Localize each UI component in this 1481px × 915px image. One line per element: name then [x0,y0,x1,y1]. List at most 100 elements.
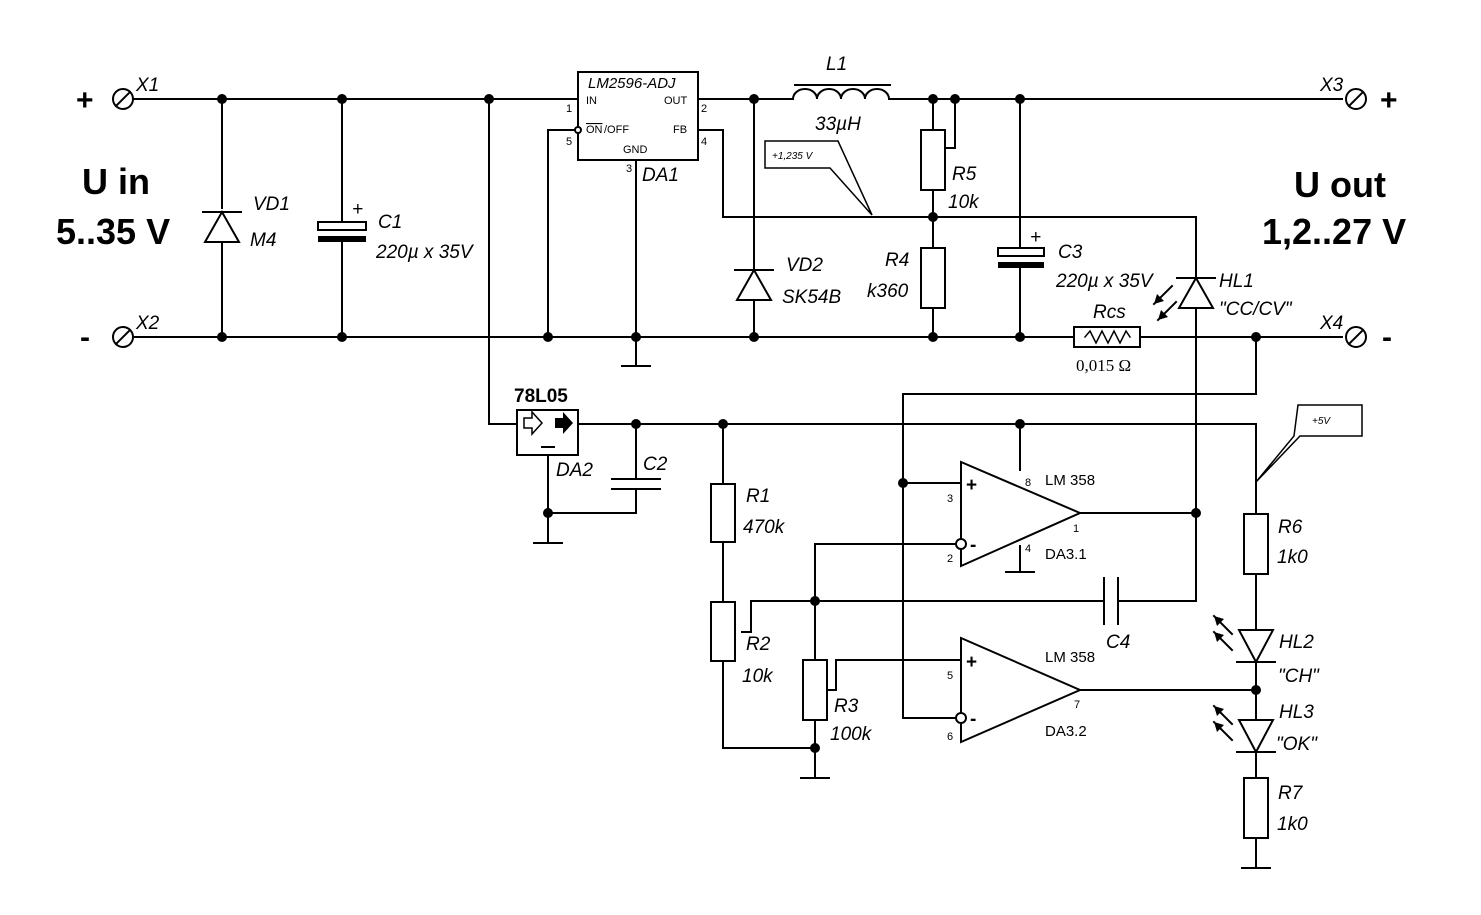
led-hl1: HL1 "CC/CV" [1152,271,1293,322]
terminal-x3-label: X3 [1319,75,1344,96]
junction-dot [337,332,347,342]
output-plus-sign: + [1380,84,1398,117]
da1-pin-gnd: GND [623,144,648,156]
terminal-x1-label: X1 [135,75,159,96]
r6-value: 1k0 [1277,547,1308,568]
r2-value: 10k [742,666,774,687]
diode-vd1: VD1 M4 [202,194,290,251]
junction-dot [217,94,227,104]
fb-voltage-note: +1,235 V [764,140,873,216]
output-voltage-range: 1,2..27 V [1262,211,1406,252]
resistor-r7: R7 1k0 [1243,777,1308,839]
hl3-ref: HL3 [1279,702,1314,723]
rcs-ref: Rcs [1093,302,1126,323]
vd1-ref: VD1 [253,194,290,215]
junction-dot [543,508,553,518]
r3-value: 100k [830,724,873,745]
junction-dot [928,94,938,104]
chip-da1: LM2596-ADJ IN OUT ON /OFF FB GND 1 2 5 4… [566,71,707,186]
terminal-x1: X1 + [76,75,159,117]
da1-pin-3: 3 [626,163,632,175]
r7-value: 1k0 [1277,814,1308,835]
c1-plus: + [352,199,363,220]
da1-part: LM2596-ADJ [588,75,676,92]
r5-value: 10k [948,192,980,213]
hl1-ref: HL1 [1219,271,1254,292]
l1-value: 33µH [815,114,861,135]
junction-dot [1191,508,1201,518]
opamp-da32: + - 5 6 7 LM 358 DA3.2 [947,636,1095,744]
junction-dot [898,478,908,488]
resistor-r6: R6 1k0 [1243,513,1308,575]
da32-pin-6: 6 [947,731,953,743]
da2-part: 78L05 [514,386,568,407]
da32-minus: - [970,709,976,730]
junction-dot [1251,332,1261,342]
junction-dot [1251,685,1261,695]
opamp-da31: + - 3 2 1 8 4 LM 358 DA3.1 [947,460,1095,568]
potentiometer-r3: R3 100k [802,659,873,745]
led-hl3: HL3 "OK" [1212,702,1318,755]
r4-value: k360 [867,281,909,302]
da1-pin-2: 2 [701,103,707,115]
output-voltage-label: U out [1294,164,1386,205]
junction-dot [631,419,641,429]
c4-ref: C4 [1106,632,1130,653]
da1-pin-5: 5 [566,136,572,148]
input-voltage-label: U in [82,161,150,202]
terminal-x2: X2 - [80,313,160,354]
da32-pin-5: 5 [947,670,953,682]
input-voltage-range: 5..35 V [56,211,170,252]
c2-ref: C2 [643,454,668,475]
c1-ref: C1 [378,212,402,233]
da31-part: LM 358 [1045,472,1095,489]
terminal-x4-label: X4 [1319,313,1343,334]
junction-dot [928,332,938,342]
resistor-r5: R5 10k [920,129,980,213]
r5-ref: R5 [952,164,977,185]
da1-pin-4: 4 [701,136,707,148]
input-minus-sign: - [80,321,90,354]
da32-plus: + [966,652,977,673]
da1-pin-on: ON [586,124,603,136]
potentiometer-r2: R2 10k [710,601,774,687]
junction-dot [950,94,960,104]
fb-voltage-text: +1,235 V [772,151,814,162]
da31-pin-1: 1 [1073,523,1079,535]
resistor-r1: R1 470k [710,483,786,543]
junction-dot [928,212,938,222]
r7-ref: R7 [1278,783,1304,804]
junction-dot [484,94,494,104]
resistor-rcs: Rcs 0,015 Ω [1073,302,1141,375]
da31-minus: - [970,535,976,556]
junction-dot [749,332,759,342]
capacitor-c3: + C3 220µ x 35V [997,227,1155,292]
supply-note: +5V [1255,404,1363,483]
vd2-ref: VD2 [786,255,823,276]
da2-ref: DA2 [556,460,593,481]
led-hl2: HL2 "CH" [1212,614,1320,687]
wires [132,98,1343,869]
da32-pin-7: 7 [1074,699,1080,711]
junction-dot [543,332,553,342]
regulator-da2: 78L05 DA2 [514,386,593,481]
vd2-value: SK54B [782,287,841,308]
da31-ref: DA3.1 [1045,546,1087,563]
c3-plus: + [1030,227,1041,248]
vd1-value: M4 [250,230,276,251]
junction-dot [631,332,641,342]
junction-dot [1015,332,1025,342]
hl2-ref: HL2 [1279,632,1314,653]
supply-text: +5V [1312,416,1331,427]
c3-value: 220µ x 35V [1055,271,1155,292]
terminal-x2-label: X2 [135,313,160,334]
hl3-value: "OK" [1276,734,1318,755]
hl2-value: "CH" [1278,666,1320,687]
inductor-l1: L1 33µH [791,54,891,135]
c3-ref: C3 [1058,242,1083,263]
junction-dot [749,94,759,104]
da1-pin-out: OUT [664,95,688,107]
capacitor-c2: C2 [611,454,668,490]
junctions [217,94,1261,753]
